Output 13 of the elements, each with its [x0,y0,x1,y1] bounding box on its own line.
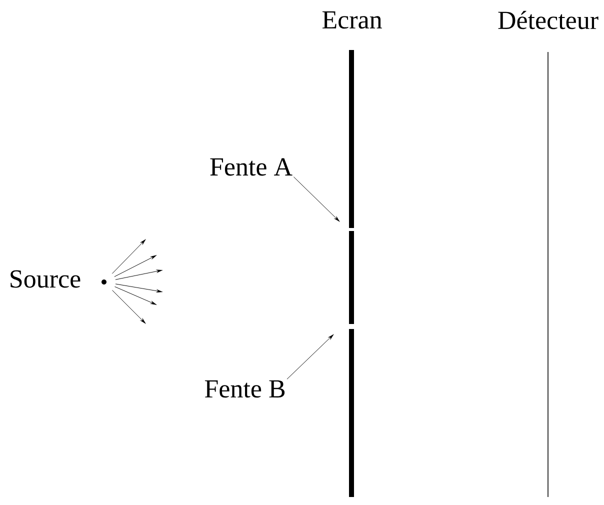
leader-line [293,176,340,222]
ray-arrow [115,284,162,292]
source-label: Source [10,270,80,288]
ray-arrow [115,270,162,280]
ray-arrow [112,239,146,274]
ray-arrow [114,286,156,305]
column-heading: Détecteur [498,10,598,30]
leader-line [286,334,334,380]
slit-label: Fente B [204,380,285,398]
column-heading: Ecran [322,11,382,29]
ray-arrow [114,255,156,277]
slit-label: Fente A [210,158,292,176]
ray-arrow [112,290,146,324]
